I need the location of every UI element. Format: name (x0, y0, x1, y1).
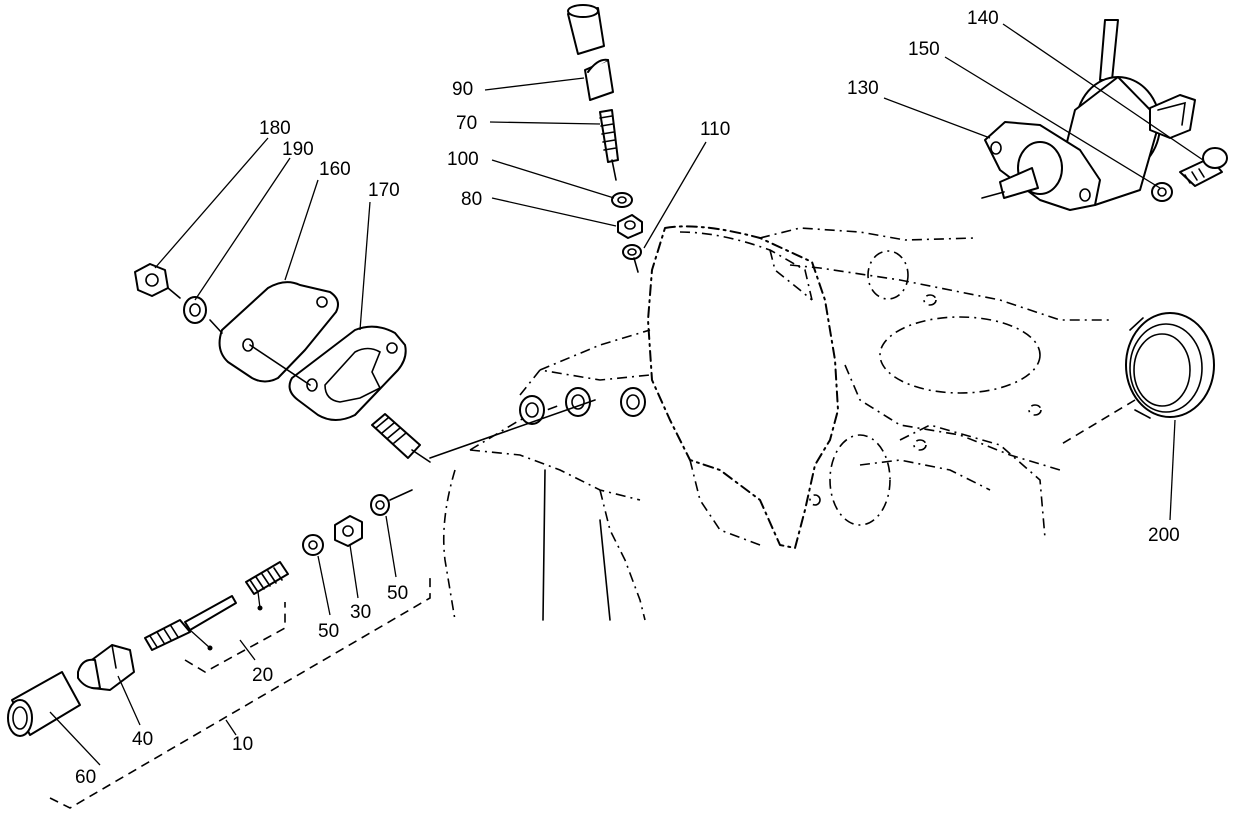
oil-seal (1059, 312, 1215, 446)
callout-200: 200 (1148, 525, 1180, 546)
callout-170: 170 (368, 180, 400, 201)
callout-30: 30 (350, 602, 371, 623)
callout-70: 70 (456, 113, 477, 134)
callout-10: 10 (232, 734, 253, 755)
callout-190: 190 (282, 139, 314, 160)
callout-140: 140 (967, 8, 999, 29)
engine-housing (429, 225, 1110, 621)
callout-labels: 180 190 160 170 90 70 100 80 110 130 140… (75, 8, 1180, 788)
solenoid (981, 19, 1228, 211)
adjusting-assembly (7, 489, 431, 809)
callout-130: 130 (847, 78, 879, 99)
callout-100: 100 (447, 149, 479, 170)
callout-50-right: 50 (387, 583, 408, 604)
cover-group (134, 263, 431, 463)
callout-20: 20 (252, 665, 273, 686)
leader-lines (49, 23, 1204, 766)
top-stack (567, 4, 643, 273)
callout-160: 160 (319, 159, 351, 180)
callout-110: 110 (700, 119, 730, 140)
callout-60: 60 (75, 767, 96, 788)
callout-90: 90 (452, 79, 473, 100)
callout-180: 180 (259, 118, 291, 139)
callout-80: 80 (461, 189, 482, 210)
callout-150: 150 (908, 39, 940, 60)
callout-50-left: 50 (318, 621, 339, 642)
callout-40: 40 (132, 729, 153, 750)
